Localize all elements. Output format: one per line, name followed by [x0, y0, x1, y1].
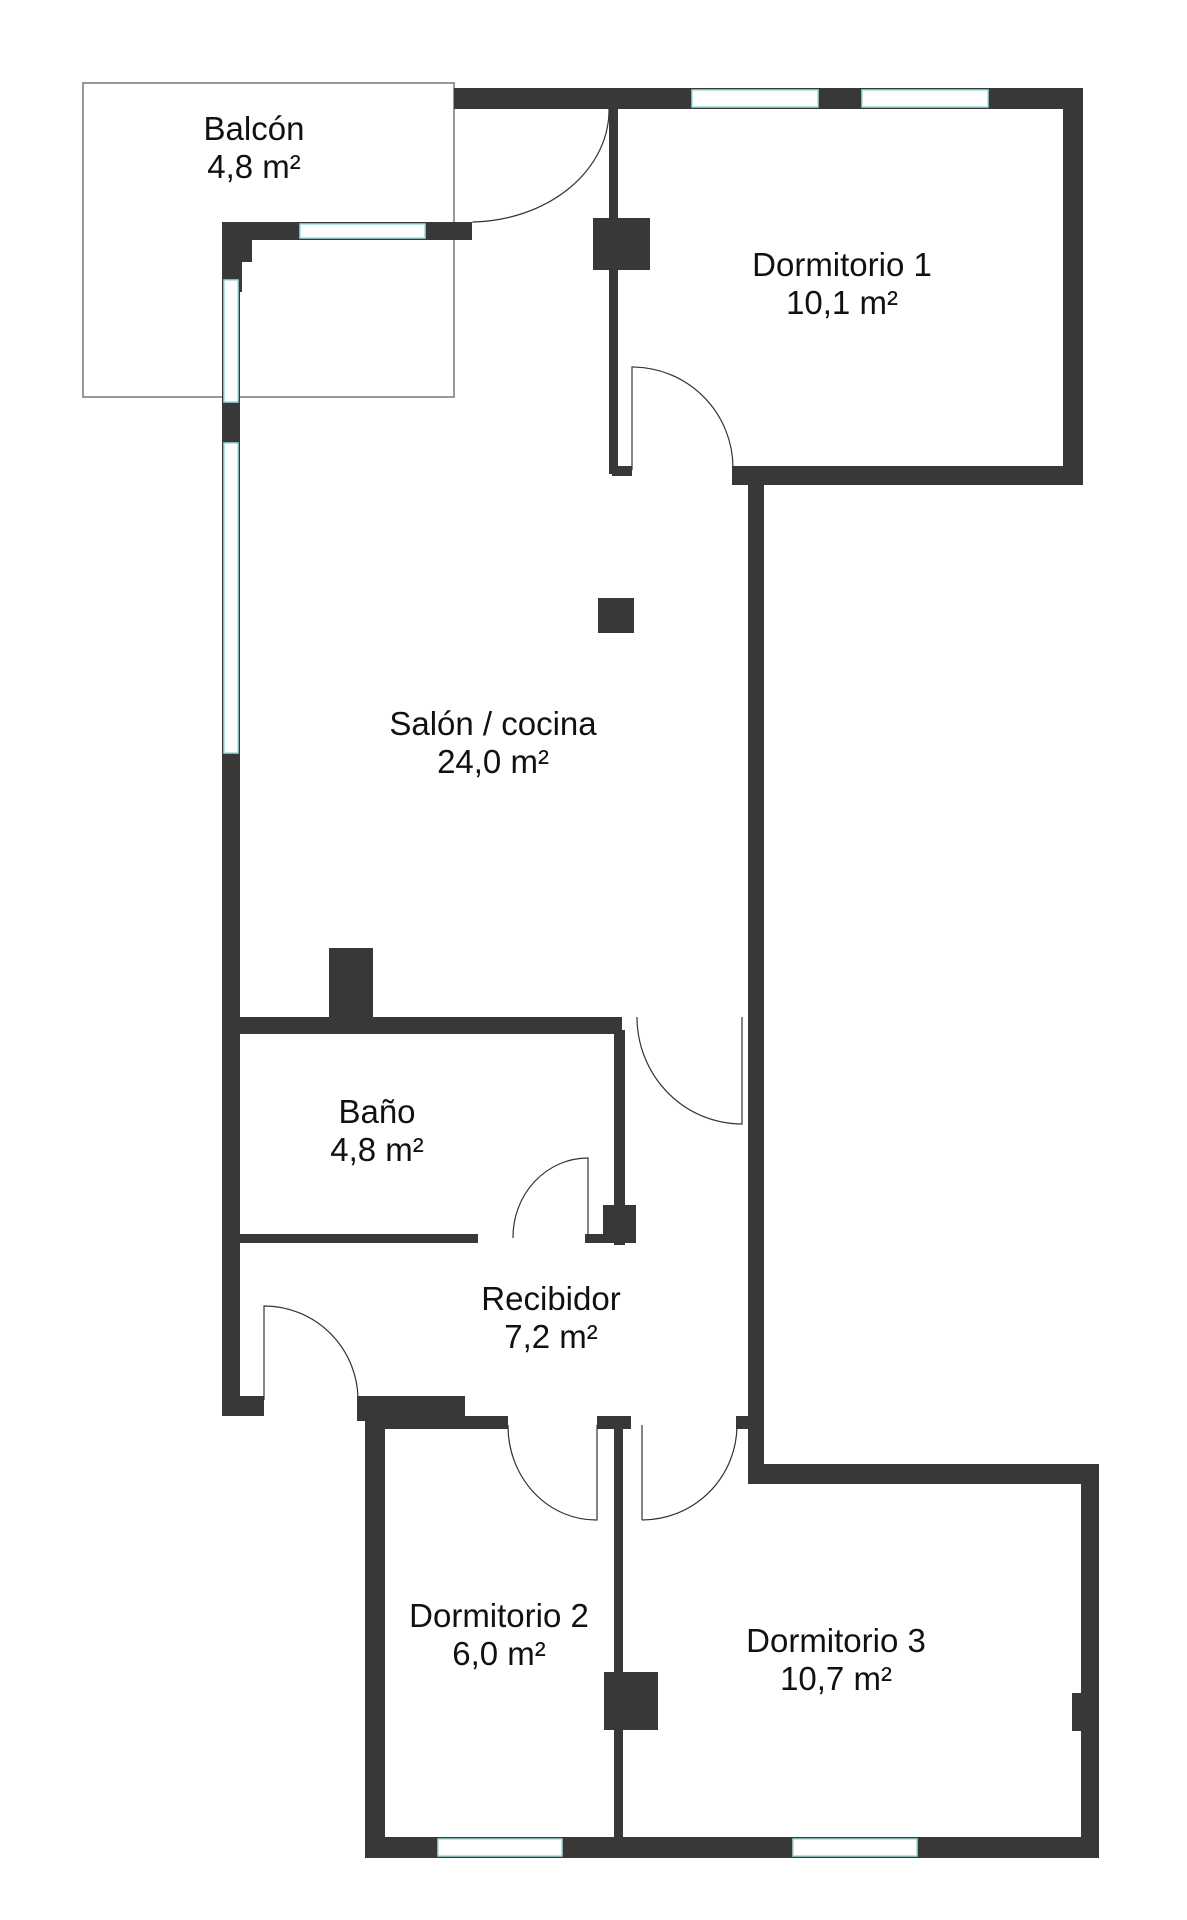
- room-name: Balcón: [203, 110, 305, 147]
- room-area: 10,7 m²: [780, 1660, 892, 1697]
- room-salon-cocina: Salón / cocina 24,0 m²: [389, 705, 596, 781]
- door-entrada: [263, 1305, 359, 1401]
- room-area: 6,0 m²: [452, 1635, 546, 1672]
- room-name: Dormitorio 3: [746, 1622, 926, 1659]
- room-bano: Baño 4,8 m²: [330, 1093, 424, 1169]
- door-balcon: [471, 108, 610, 223]
- room-name: Recibidor: [481, 1280, 621, 1317]
- room-name: Baño: [338, 1093, 416, 1130]
- window: [691, 89, 819, 108]
- room-dormitorio-1: Dormitorio 1 10,1 m²: [752, 246, 932, 322]
- room-area: 4,8 m²: [330, 1131, 424, 1168]
- room-name: Dormitorio 2: [409, 1597, 589, 1634]
- room-area: 24,0 m²: [437, 743, 549, 780]
- room-dormitorio-2: Dormitorio 2 6,0 m²: [409, 1597, 589, 1673]
- window: [861, 89, 989, 108]
- room-area: 7,2 m²: [504, 1318, 598, 1355]
- door-dormitorio-1: [631, 366, 734, 470]
- room-recibidor: Recibidor 7,2 m²: [481, 1280, 620, 1356]
- door-bano: [512, 1157, 589, 1239]
- room-area: 4,8 m²: [207, 148, 301, 185]
- room-dormitorio-3: Dormitorio 3 10,7 m²: [746, 1622, 926, 1698]
- door-salon: [636, 1016, 743, 1125]
- room-name: Salón / cocina: [389, 705, 597, 742]
- room-area: 10,1 m²: [786, 284, 898, 321]
- room-name: Dormitorio 1: [752, 246, 932, 283]
- door-dormitorio-3: [641, 1424, 738, 1521]
- room-balcon: Balcón 4,8 m²: [204, 110, 305, 186]
- door-dormitorio-2: [507, 1424, 598, 1521]
